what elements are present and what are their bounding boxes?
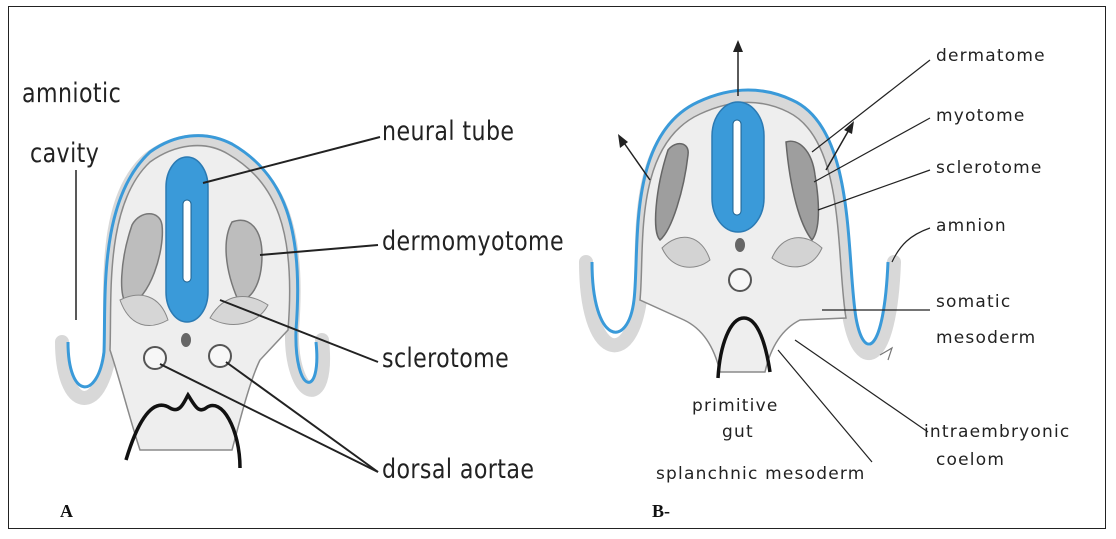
label-dermomyotome: dermomyotome (382, 228, 564, 255)
label-somatic: somatic (936, 294, 1011, 311)
panel-letter-a: A (60, 502, 73, 520)
label-dorsal-aortae: dorsal aortae (382, 456, 534, 483)
panel-a-section (62, 136, 380, 472)
b-leader-dermatome (812, 60, 930, 152)
label-myotome: myotome (936, 108, 1026, 125)
label-amniotic: amniotic (22, 80, 121, 107)
label-intraembryonic: intraembryonic (924, 424, 1070, 441)
label-amnion: amnion (936, 218, 1007, 235)
label-gut: gut (722, 424, 754, 441)
a-notochord (181, 333, 191, 347)
label-neural-tube: neural tube (382, 118, 514, 145)
label-cavity: cavity (30, 140, 99, 167)
a-neural-canal (183, 200, 191, 282)
label-sclerotome-a: sclerotome (382, 345, 509, 372)
panel-letter-b: B- (652, 502, 670, 520)
b-neural-canal (733, 120, 741, 215)
label-splanchnic-mesoderm: splanchnic mesoderm (656, 466, 866, 483)
b-leader-splanchnic (778, 350, 872, 462)
b-notochord (735, 238, 745, 252)
label-primitive: primitive (692, 398, 779, 415)
label-sclerotome-b: sclerotome (936, 160, 1043, 177)
label-dermatome: dermatome (936, 48, 1046, 65)
b-arrow-left (622, 140, 650, 180)
b-aorta (729, 269, 751, 291)
label-mesoderm: mesoderm (936, 330, 1036, 347)
b-arrowhead-up-icon (733, 40, 743, 52)
label-coelom: coelom (936, 452, 1005, 469)
